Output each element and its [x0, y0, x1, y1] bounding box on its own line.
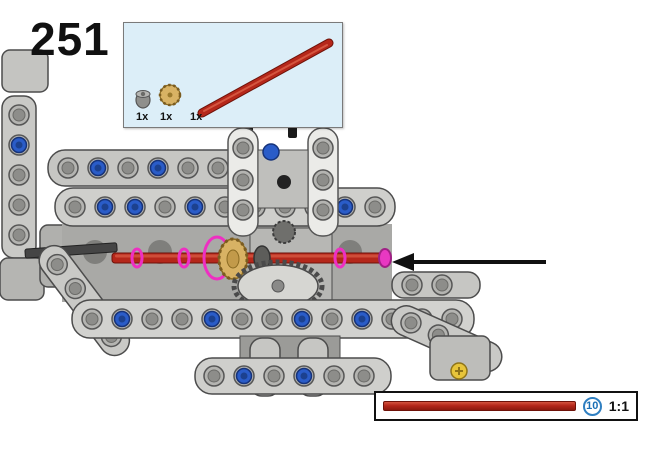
axle-length-badge: 10	[582, 396, 602, 416]
gray-half-bushing-icon	[135, 90, 151, 109]
insertion-arrow-icon	[392, 253, 546, 271]
black-pin	[277, 175, 291, 189]
scale-ratio-label: 1:1	[608, 398, 629, 414]
tan-gear	[217, 237, 249, 281]
scale-axle-bar	[383, 401, 576, 411]
gray-spur-gear	[231, 259, 325, 313]
tan-gear-icon	[158, 83, 182, 107]
magenta-highlights	[130, 235, 392, 281]
back-horizontal-beam	[54, 187, 396, 227]
right-middle-beam	[391, 271, 481, 299]
dark-gear	[272, 220, 296, 244]
scale-indicator-box: 10 1:1	[374, 391, 638, 421]
blue-pin	[262, 143, 280, 161]
part-quantity: 1x	[160, 111, 173, 123]
part-quantity: 1x	[136, 111, 149, 123]
part-quantity: 1x	[190, 111, 203, 123]
red-axle-icon	[197, 38, 334, 118]
yellow-half-bushing	[450, 362, 468, 380]
bottom-center-beams	[194, 335, 392, 397]
white-liftarms	[227, 104, 339, 244]
parts-callout-box: 1x 1x 1x	[123, 22, 343, 128]
parts-illustration	[135, 38, 334, 118]
angled-beam-right	[390, 305, 503, 381]
step-number: 251	[30, 13, 110, 65]
upper-back-beam	[47, 149, 249, 187]
